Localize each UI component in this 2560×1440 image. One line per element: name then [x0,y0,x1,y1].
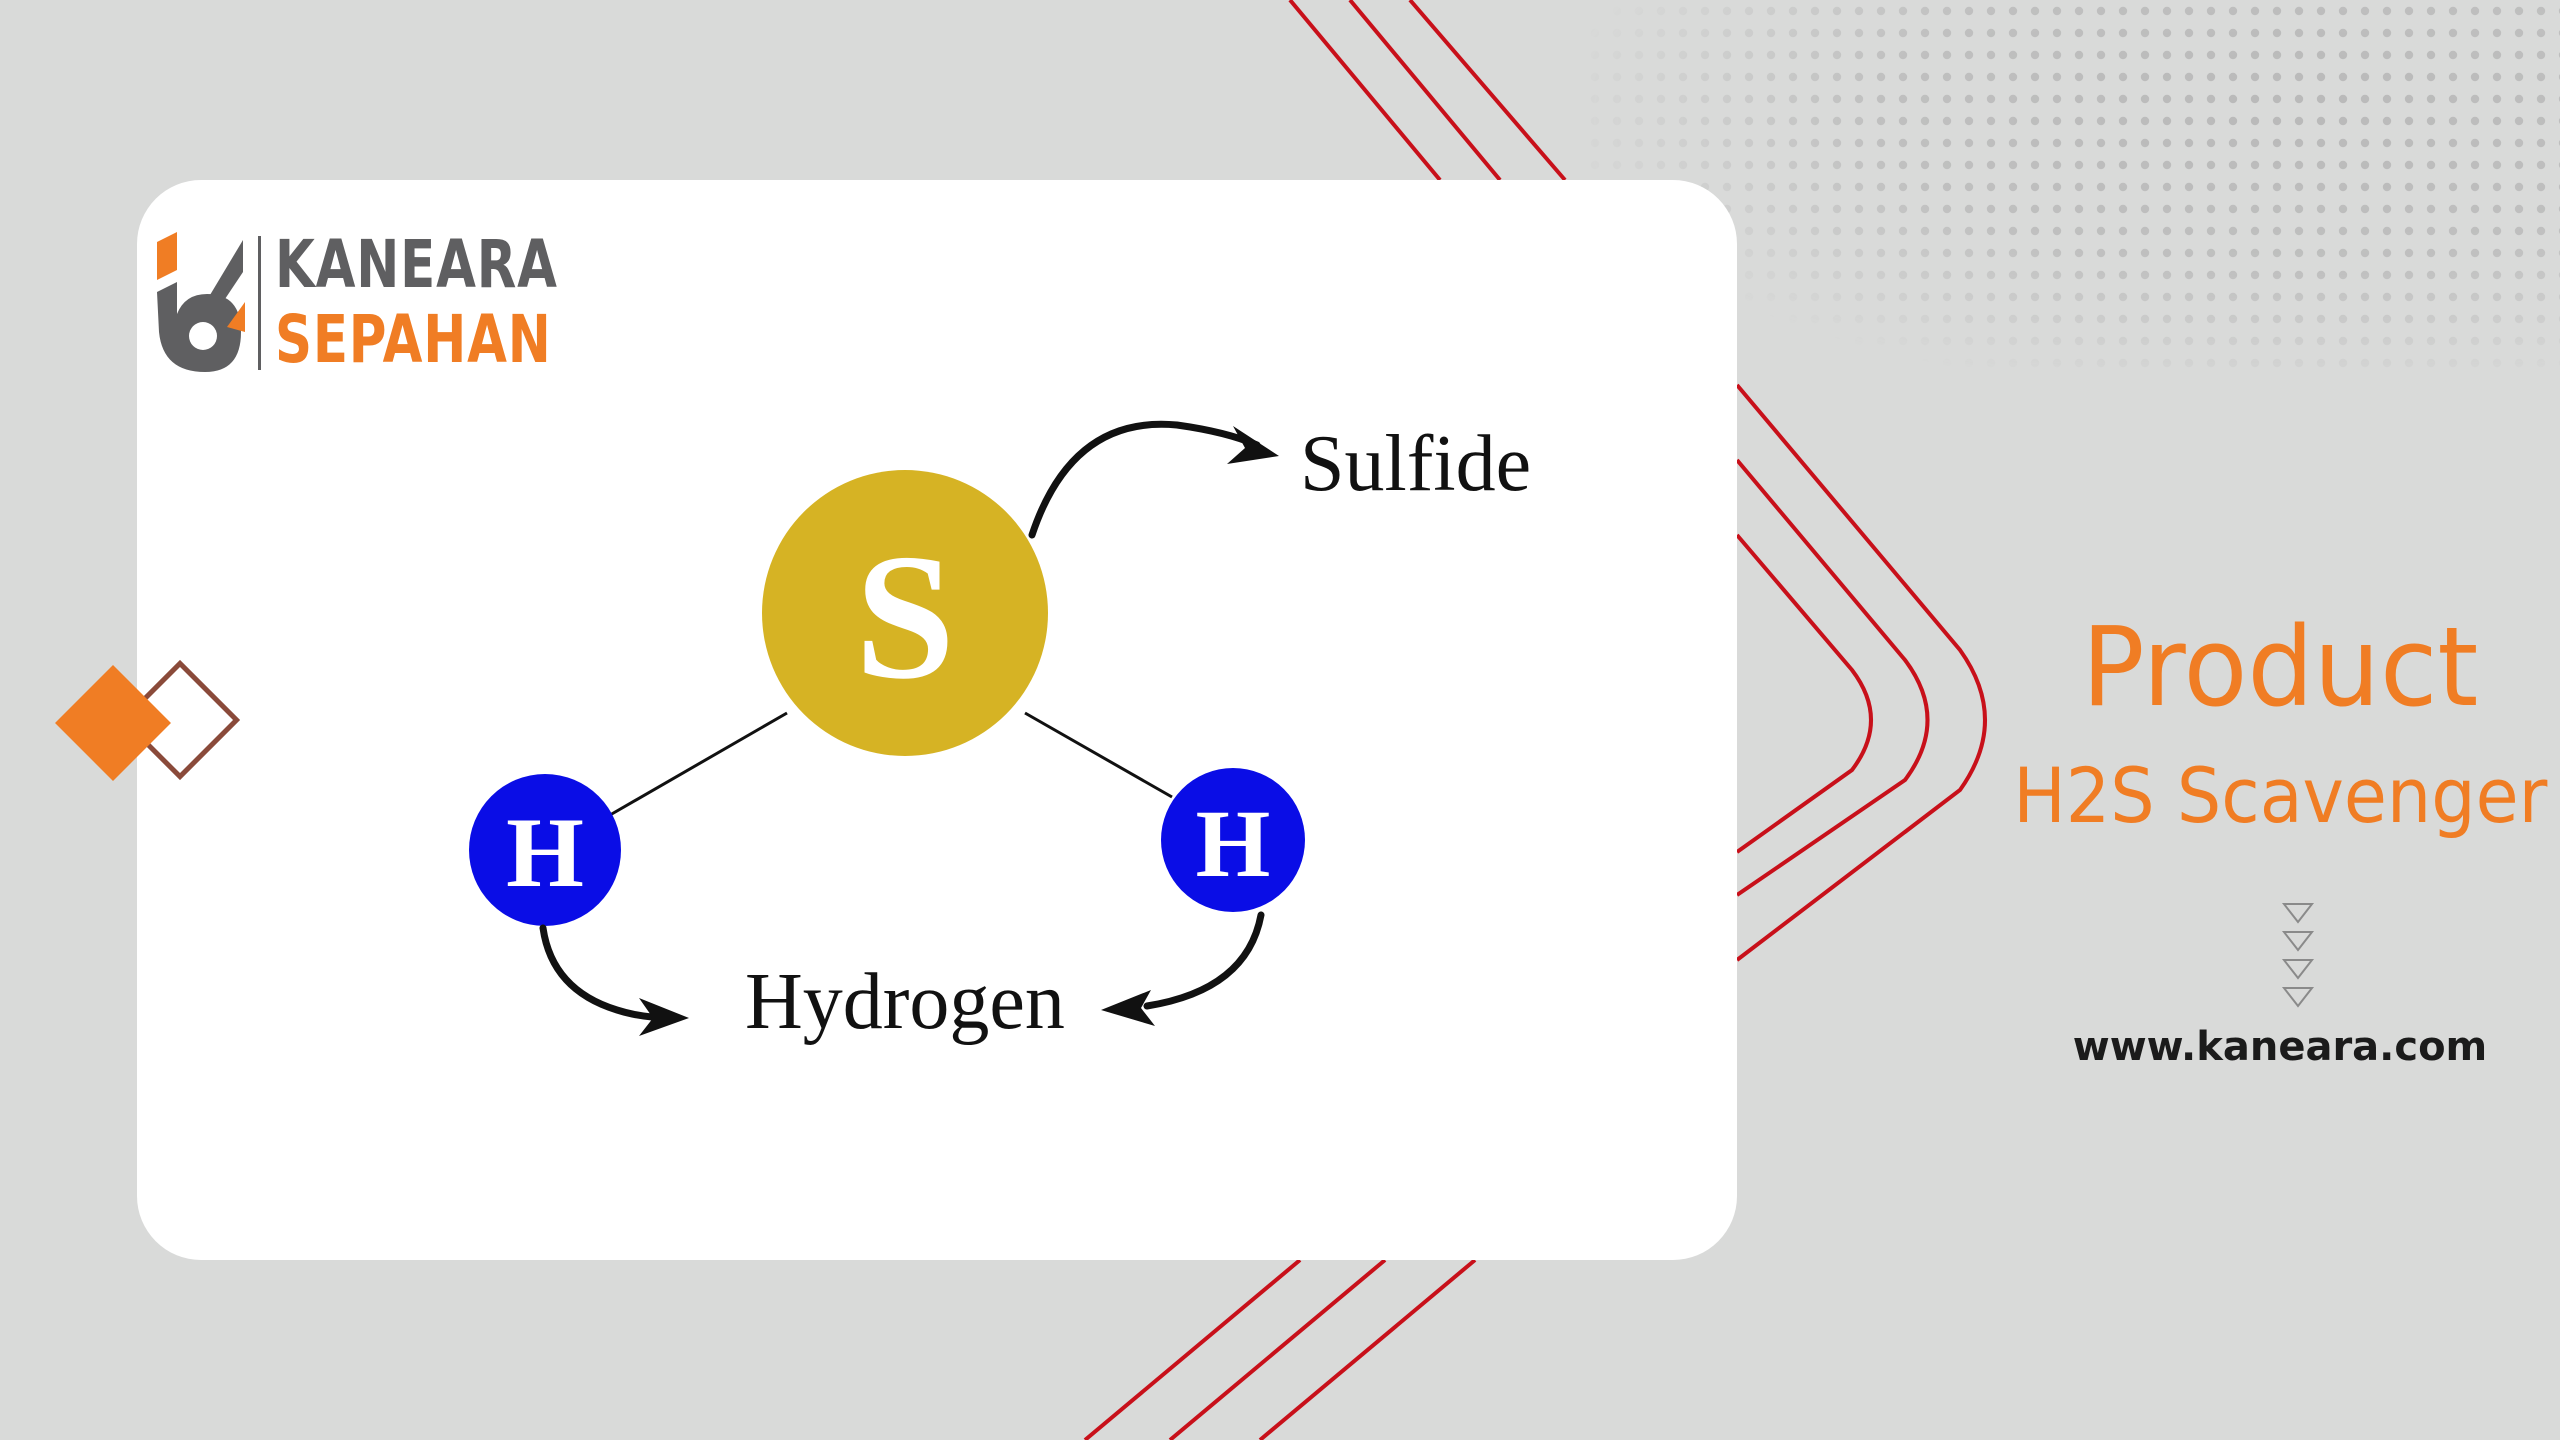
logo-text-sepahan: SEPAHAN [275,301,552,378]
dot-pattern [1580,0,2560,380]
sulfur-symbol: S [855,517,955,716]
hydrogen-symbol-right: H [1196,790,1271,897]
red-chevron-lines [1083,0,1987,1440]
chevron-down-icon [2281,903,2315,1008]
arrows [539,420,1265,1022]
diamond-decoration [55,659,240,781]
arrowhead-right [1101,990,1155,1026]
h2s-molecule-diagram: S H H Sulfide Hydrogen [469,420,1531,1046]
sulfide-label: Sulfide [1300,420,1531,508]
product-name: H2S Scavenger [2013,751,2548,840]
kaneara-logo [157,232,261,372]
hydrogen-atom-right [1161,768,1305,912]
sulfur-atom [762,470,1048,756]
hydrogen-atom-left [469,774,621,926]
product-heading: Product [2081,603,2479,731]
arrow-left-hydrogen [539,924,676,1022]
logo-text-kaneara: KANEARA [275,226,558,303]
bond-left [609,711,788,817]
hydrogen-symbol-left: H [506,797,584,908]
arrowhead-sulfide [1227,426,1279,464]
arrow-right-hydrogen [1143,911,1265,1010]
arrow-to-sulfide [1028,420,1261,539]
bond-right [1024,711,1173,799]
hydrogen-label: Hydrogen [745,958,1065,1046]
arrowhead-left [639,998,689,1036]
website-link[interactable]: www.kaneara.com [2072,1024,2488,1070]
